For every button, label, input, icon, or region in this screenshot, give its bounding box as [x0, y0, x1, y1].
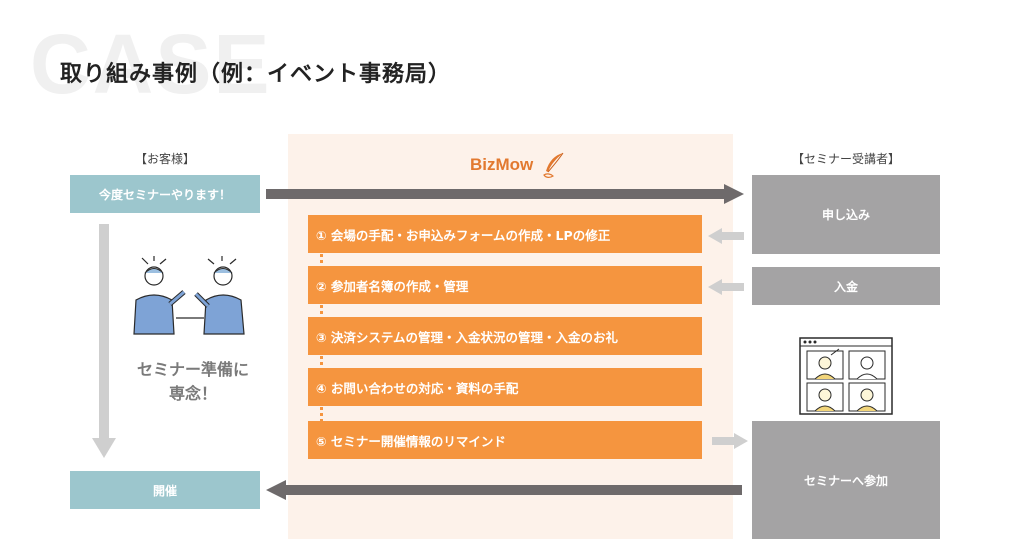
apply-arrow: [708, 228, 744, 244]
task-connector: [320, 407, 323, 421]
page-title: 取り組み事例（例：イベント事務局）: [60, 62, 452, 87]
task-1: ① 会場の手配・お申込みフォームの作成・LPの修正: [308, 215, 702, 253]
case-watermark: CASE: [30, 17, 272, 111]
meeting-people-illustration: [133, 256, 245, 335]
caption-line-2: 専念！: [168, 384, 217, 403]
down-arrow: [92, 224, 116, 458]
hold-arrow: [266, 480, 742, 500]
task-connector: [320, 356, 323, 368]
remind-arrow: [712, 433, 748, 449]
task-4: ④ お問い合わせの対応・資料の手配: [308, 368, 702, 406]
online-seminar-illustration: [799, 337, 893, 415]
client-hold-box: 開催: [70, 471, 260, 509]
attendee-payment-box: 入金: [752, 267, 940, 305]
task-2: ② 参加者名簿の作成・管理: [308, 266, 702, 304]
task-3: ③ 決済システムの管理・入金状況の管理・入金のお礼: [308, 317, 702, 355]
payment-arrow: [708, 279, 744, 295]
quill-pen-icon: [543, 152, 564, 178]
focus-caption: セミナー準備に 専念！: [118, 358, 268, 406]
task-5: ⑤ セミナー開催情報のリマインド: [308, 421, 702, 459]
task-connector: [320, 254, 323, 266]
announce-arrow: [266, 184, 744, 204]
attendee-join-box: セミナーへ参加: [752, 421, 940, 539]
client-announce-box: 今度セミナーやります！: [70, 175, 260, 213]
caption-line-1: セミナー準備に: [136, 360, 249, 379]
brand-name: BizMow: [470, 155, 534, 174]
client-header: 【お客様】: [134, 152, 195, 166]
attendee-header: 【セミナー受講者】: [791, 152, 900, 166]
attendee-apply-box: 申し込み: [752, 175, 940, 254]
task-connector: [320, 305, 323, 317]
brand-logo: BizMow: [470, 150, 567, 180]
